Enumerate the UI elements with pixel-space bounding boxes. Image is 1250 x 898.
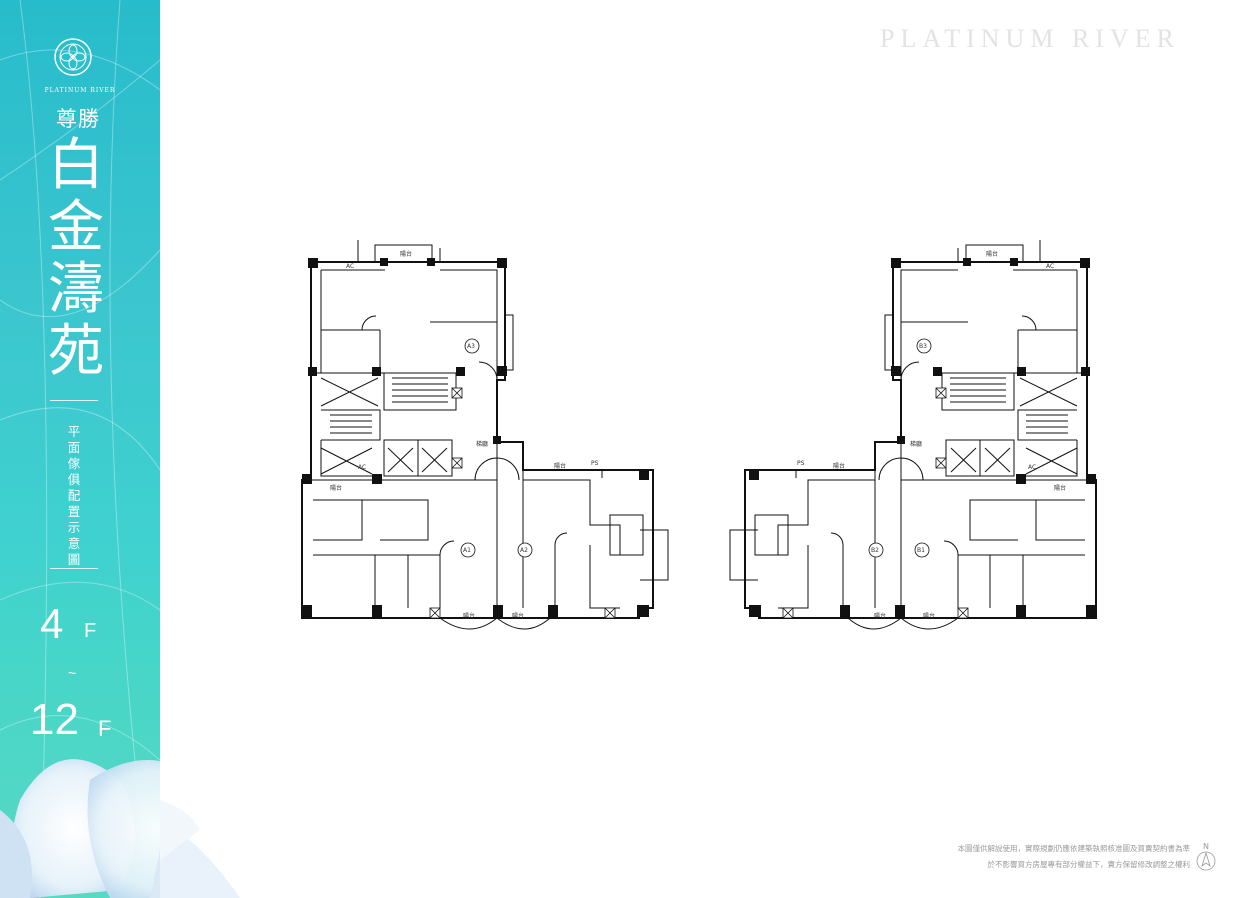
unit-label: A1 bbox=[463, 547, 471, 554]
floor-to-unit: F bbox=[98, 716, 112, 741]
logo-text: PLATINUM RIVER bbox=[44, 87, 116, 94]
disclaimer: 本圖僅供解說使用，實際規劃仍應依建築執照核准圖及買賣契約書為準 於不影響買方房屋… bbox=[958, 841, 1191, 873]
disclaimer-line: 於不影響買方房屋專有部分權益下，賣方保留修改調整之權利 bbox=[987, 860, 1191, 869]
balcony-label: 陽台 bbox=[330, 484, 342, 492]
project-title: 白 金 濤 苑 bbox=[44, 135, 108, 383]
unit-label: A3 bbox=[467, 343, 475, 350]
ac-label: AC bbox=[1046, 263, 1054, 270]
balcony-label: 陽台 bbox=[1054, 484, 1066, 492]
compass-label: N bbox=[1203, 842, 1209, 851]
unit-label: B1 bbox=[917, 547, 925, 554]
floor-from: 4 bbox=[40, 600, 64, 647]
disclaimer-line: 本圖僅供解說使用，實際規劃仍應依建築執照核准圖及買賣契約書為準 bbox=[957, 844, 1191, 853]
floor-to: 12 bbox=[30, 695, 79, 744]
left-floor-plan: 陽台 陽台 陽台 陽台 陽台 梯廳 AC AC PS A3 A1 A2 bbox=[301, 240, 669, 630]
flower-petals bbox=[0, 759, 160, 898]
unit-label: B2 bbox=[871, 547, 879, 554]
unit-label: B3 bbox=[919, 343, 927, 350]
ps-label: PS bbox=[591, 460, 599, 467]
divider bbox=[50, 400, 98, 401]
title-char: 白 bbox=[48, 133, 104, 198]
plan-label: 平面傢俱配置示意圖 bbox=[67, 424, 81, 567]
flower-overflow bbox=[160, 800, 240, 898]
brand-name: PLATINUM RIVER bbox=[880, 24, 1180, 53]
decorative-lines bbox=[0, 0, 160, 898]
ac-label: AC bbox=[346, 263, 354, 270]
balcony-label: 陽台 bbox=[463, 612, 475, 620]
balcony-label: 陽台 bbox=[400, 250, 412, 258]
balcony-label: 陽台 bbox=[512, 612, 524, 620]
ac-label: AC bbox=[1028, 464, 1036, 471]
balcony-label: 陽台 bbox=[554, 462, 566, 470]
ps-label: PS bbox=[797, 460, 805, 467]
sidebar-panel bbox=[0, 0, 160, 898]
balcony-label: 陽台 bbox=[874, 612, 886, 620]
floor-from-unit: F bbox=[84, 620, 97, 642]
title-char: 金 bbox=[48, 195, 104, 260]
logo bbox=[53, 37, 93, 77]
balcony-label: 陽台 bbox=[833, 462, 845, 470]
title-char: 濤 bbox=[48, 257, 104, 322]
project-subtitle: 尊勝 bbox=[56, 107, 100, 131]
unit-label: A2 bbox=[520, 547, 528, 554]
ac-label: AC bbox=[358, 464, 366, 471]
lobby-label: 梯廳 bbox=[476, 440, 488, 448]
divider bbox=[50, 568, 98, 569]
flower-emblem-icon bbox=[54, 38, 92, 76]
title-char: 苑 bbox=[48, 319, 104, 384]
floor-range-mark: ~ bbox=[68, 665, 77, 681]
lobby-label: 梯廳 bbox=[910, 440, 922, 448]
balcony-label: 陽台 bbox=[923, 612, 935, 620]
right-floor-plan: 陽台 陽台 陽台 陽台 陽台 梯廳 AC AC PS B3 B1 B2 bbox=[729, 240, 1097, 630]
balcony-label: 陽台 bbox=[986, 250, 998, 258]
north-arrow-icon: N bbox=[1196, 842, 1216, 871]
